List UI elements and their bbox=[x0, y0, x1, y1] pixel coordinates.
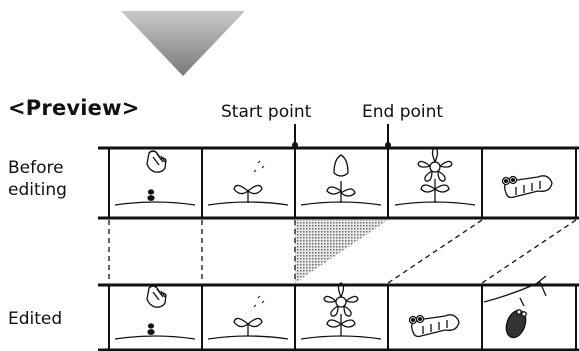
removed-segment bbox=[295, 220, 388, 283]
before-label-line1: Before bbox=[8, 157, 67, 179]
hand-planting-seed-icon bbox=[115, 286, 195, 339]
edit-mapping bbox=[109, 220, 576, 283]
preview-heading: <Preview> bbox=[8, 96, 140, 120]
start-point-label: Start point bbox=[221, 102, 311, 122]
caterpillar-icon bbox=[503, 176, 553, 198]
start-marker bbox=[292, 124, 298, 150]
edited-label: Edited bbox=[8, 308, 62, 330]
caterpillar-icon bbox=[410, 315, 460, 337]
down-arrow-icon bbox=[121, 11, 245, 76]
before-label-line2: editing bbox=[8, 179, 67, 201]
end-point-label: End point bbox=[362, 102, 443, 122]
end-marker bbox=[385, 124, 391, 150]
sprout-icon bbox=[208, 296, 288, 339]
hand-planting-seed-icon bbox=[115, 151, 195, 205]
bud-icon bbox=[301, 155, 381, 205]
sprout-icon bbox=[208, 161, 288, 205]
before-editing-label: Before editing bbox=[8, 157, 67, 201]
flower-icon bbox=[301, 283, 381, 339]
flower-icon bbox=[395, 148, 475, 205]
